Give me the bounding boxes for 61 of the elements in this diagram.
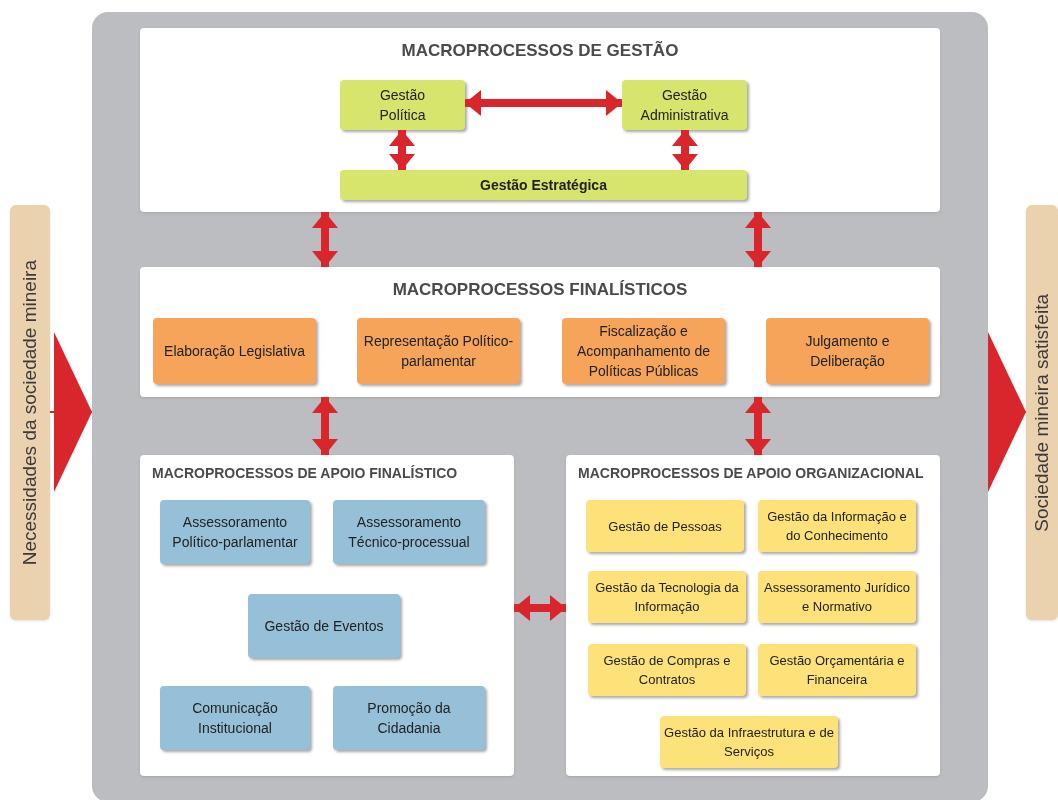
double-arrow [49, 332, 93, 492]
section-title: MACROPROCESSOS FINALÍSTICOS [391, 279, 689, 301]
box-label: Representação Político-parlamentar [362, 332, 515, 371]
process-box [622, 80, 747, 130]
box-label: Assessoramento Jurídico e Normativo [763, 579, 911, 616]
double-arrow [745, 212, 771, 267]
section-panel [140, 28, 940, 212]
side-label: Necessidades da sociedade mineira [17, 259, 41, 566]
box-label: Gestão de Compras e Contratos [602, 652, 732, 689]
section-panel [140, 455, 514, 776]
box-label: Gestão Administrativa [639, 86, 730, 125]
box-label: Fiscalização e Acompanhamento de Políticas Públicas [575, 322, 712, 381]
process-box [588, 644, 746, 696]
box-label: Assessoramento Político-parlamentar [171, 513, 299, 552]
process-box [340, 170, 747, 200]
process-box [766, 318, 929, 384]
process-box [160, 686, 310, 750]
box-label: Gestão da Tecnologia da Informação [594, 579, 740, 616]
process-box [586, 500, 744, 552]
double-arrow [672, 130, 698, 170]
double-arrow [745, 397, 771, 455]
box-label: Comunicação Institucional [191, 699, 279, 738]
box-label: Assessoramento Técnico-processual [347, 513, 471, 552]
double-arrow [987, 332, 1027, 492]
box-label: Gestão da Informação e do Conhecimento [766, 508, 908, 545]
section-panel [566, 455, 940, 776]
box-label: Gestão de Pessoas [607, 517, 723, 536]
side-tab [1026, 205, 1058, 620]
process-box [333, 686, 485, 750]
process-box [248, 594, 400, 658]
box-label: Gestão de Eventos [263, 617, 385, 636]
section-panel [140, 267, 940, 397]
box-label: Gestão da Infraestrutura e de Serviços [663, 724, 835, 761]
process-box [588, 571, 746, 623]
process-box [333, 500, 485, 564]
double-arrow [312, 397, 338, 455]
process-box [153, 318, 316, 384]
double-arrow [514, 595, 566, 621]
process-box [562, 318, 725, 384]
process-box [340, 80, 465, 130]
double-arrow [465, 90, 622, 116]
side-label: Sociedade mineira satisfeita [1029, 293, 1053, 532]
box-label: Promoção da Cidadania [366, 699, 452, 738]
box-label: Gestão Política [378, 86, 427, 125]
double-arrow [312, 212, 338, 267]
panel-background [92, 12, 988, 800]
process-box [160, 500, 310, 564]
process-box [758, 571, 916, 623]
double-arrow [389, 130, 415, 170]
side-tab [10, 205, 50, 620]
section-title: MACROPROCESSOS DE APOIO FINALÍSTICO [152, 464, 458, 483]
box-label: Julgamento e Deliberação [804, 332, 891, 371]
box-label: Gestão Orçamentária e Financeira [768, 652, 906, 689]
process-box [758, 500, 916, 552]
section-title: MACROPROCESSOS DE GESTÃO [400, 40, 680, 62]
section-title: MACROPROCESSOS DE APOIO ORGANIZACIONAL [578, 464, 924, 483]
process-box [660, 716, 838, 768]
box-label: Elaboração Legislativa [163, 342, 306, 361]
process-box [758, 644, 916, 696]
process-box [357, 318, 520, 384]
box-label: Gestão Estratégica [480, 175, 607, 195]
